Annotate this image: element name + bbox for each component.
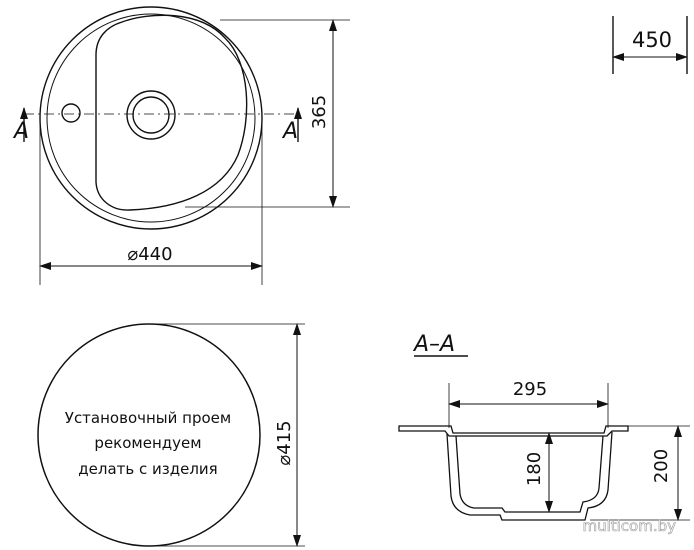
cutout-dimension-label: ⌀415 xyxy=(274,420,295,465)
section-bowl-outer xyxy=(446,431,613,521)
height-dimension-label: 365 xyxy=(309,95,330,129)
note-line-3: делать с изделия xyxy=(78,460,217,478)
drain-outer xyxy=(126,90,176,140)
inner-depth-dimension-label: 180 xyxy=(524,452,545,486)
watermark: multicom.by xyxy=(582,517,676,535)
drain-inner xyxy=(132,96,170,134)
width-dimension-label: 295 xyxy=(513,379,547,400)
note-line-1: Установочный проем xyxy=(65,409,231,427)
sink-outer-rim xyxy=(39,6,263,230)
cutout-view xyxy=(37,323,305,547)
sink-rim-inner-edge xyxy=(46,13,256,223)
section-title: А–А xyxy=(412,332,455,357)
section-rim xyxy=(398,425,629,437)
faucet-hole xyxy=(61,103,81,123)
depth-dimension xyxy=(612,16,688,74)
note-line-2: рекомендуем xyxy=(94,434,201,452)
section-bowl-inner xyxy=(455,435,604,513)
diameter-dimension-label: ⌀440 xyxy=(127,244,172,265)
sink-bowl-outline xyxy=(95,14,248,211)
top-view xyxy=(20,6,350,285)
total-depth-dimension-label: 200 xyxy=(651,449,672,483)
section-label-right: A xyxy=(281,119,298,144)
depth-dimension-label: 450 xyxy=(632,28,672,52)
section-view xyxy=(398,383,690,521)
section-label-left: A xyxy=(12,119,29,144)
